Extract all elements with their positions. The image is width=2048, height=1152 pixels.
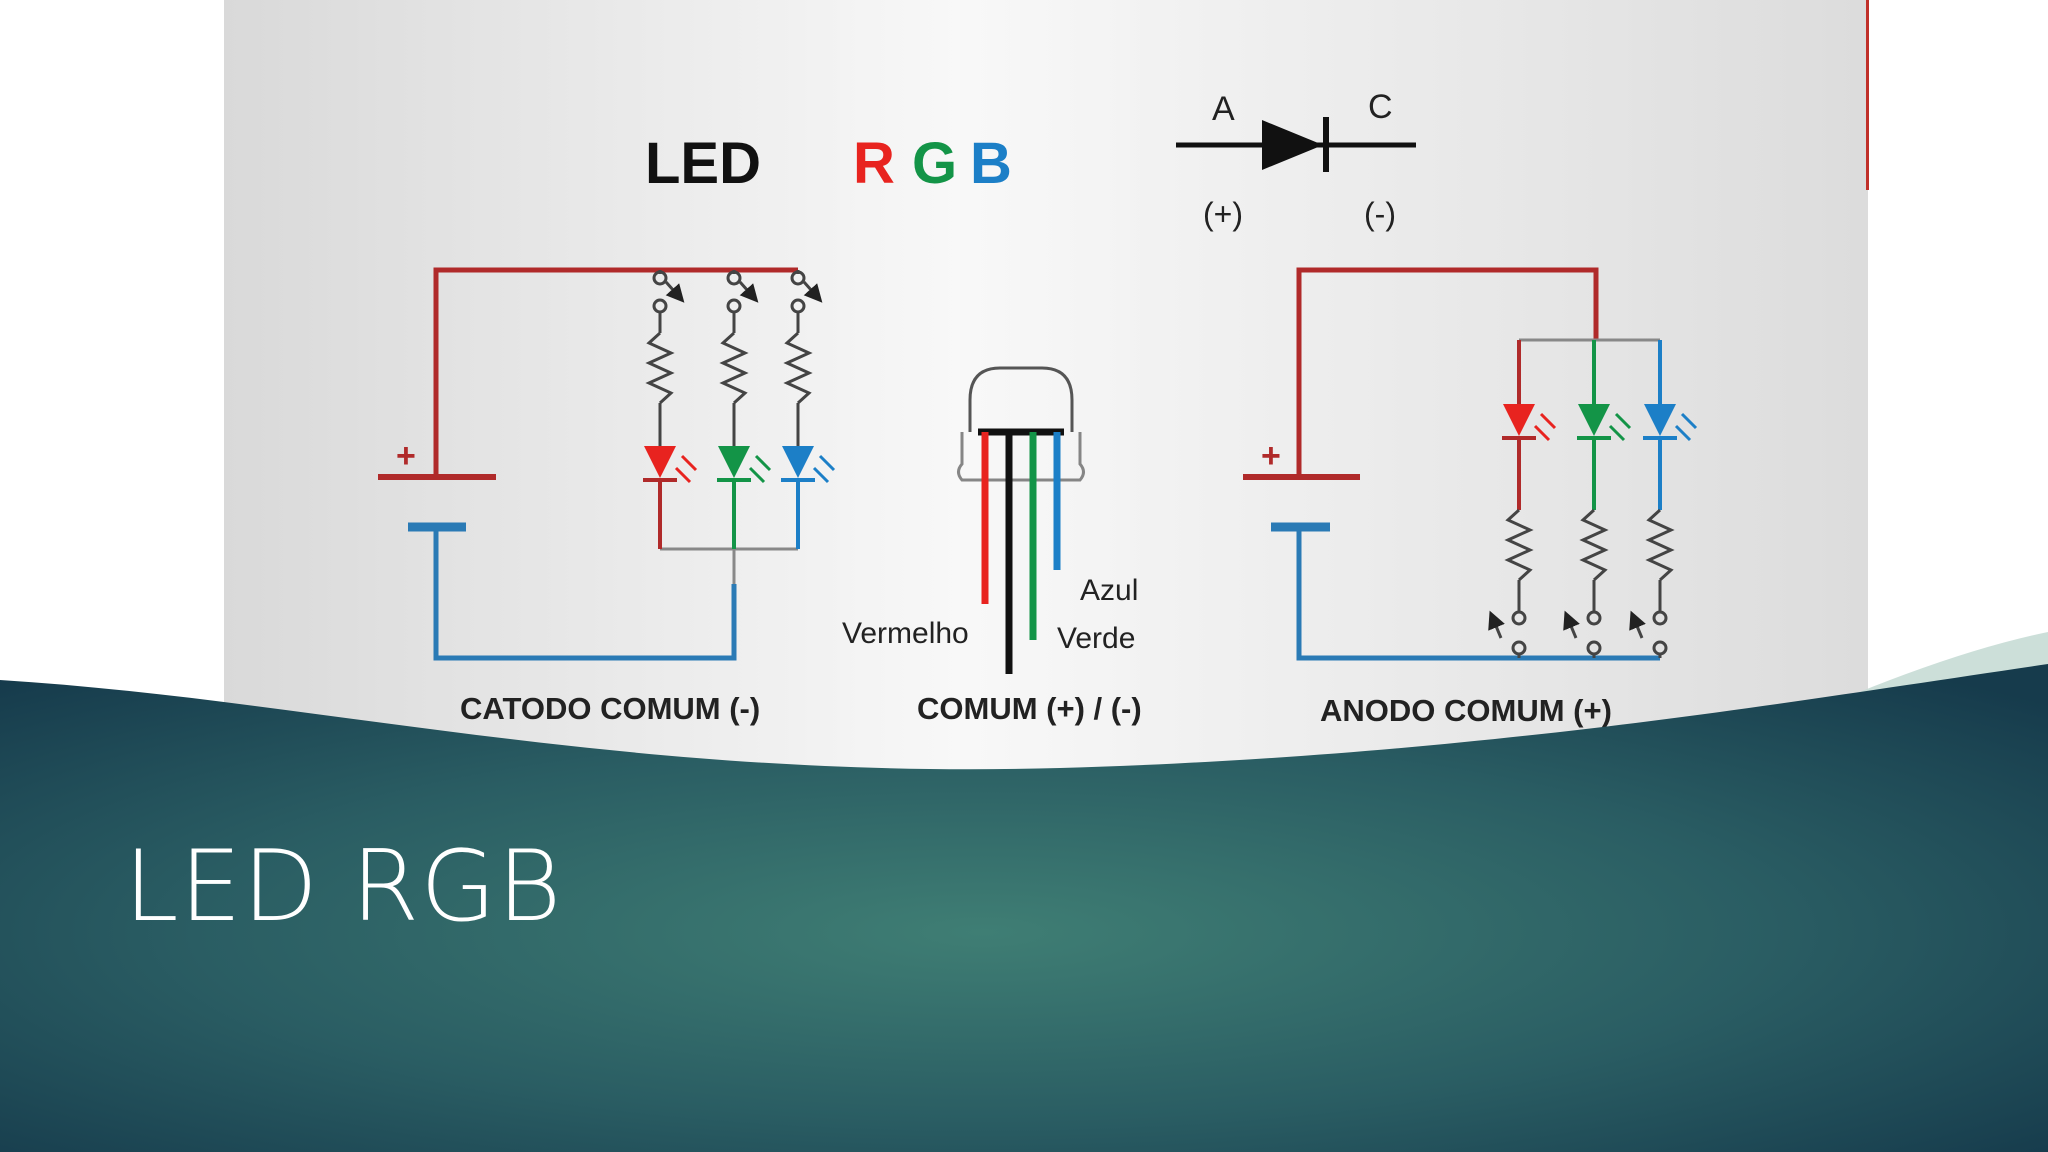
led-red-right (1502, 340, 1557, 510)
lead-vermelho-label: Vermelho (842, 617, 969, 650)
battery-plus-right: + (1261, 437, 1281, 475)
heading-g: G (912, 131, 957, 196)
diode-anode-label: A (1212, 90, 1235, 128)
led-red-left (643, 446, 698, 549)
diode-plus-label: (+) (1203, 196, 1243, 232)
diode-symbol: A C (+) (-) (1176, 88, 1416, 232)
label-catodo-comum: CATODO COMUM (-) (460, 691, 760, 726)
footer-band (0, 664, 2048, 1152)
lead-azul-label: Azul (1080, 574, 1138, 607)
battery-plus-left: + (396, 437, 416, 475)
heading-b: B (970, 131, 1012, 196)
diode-minus-label: (-) (1364, 196, 1396, 232)
accent-edge (1866, 0, 1869, 190)
common-anode-circuit: + (1243, 267, 1698, 661)
heading-led: LED (645, 131, 761, 196)
led-blue-right (1643, 340, 1698, 510)
rgb-led-package: Vermelho Azul Verde (842, 366, 1138, 674)
slide-title: LED RGB (124, 830, 563, 944)
heading-r: R (853, 131, 895, 196)
label-comum: COMUM (+) / (-) (917, 691, 1142, 726)
diagram-image (224, 0, 1868, 790)
common-cathode-circuit: + (378, 267, 836, 661)
led-green-left (717, 446, 772, 549)
led-green-right (1577, 340, 1632, 510)
led-blue-left (781, 446, 836, 549)
diode-cathode-label: C (1368, 88, 1393, 126)
lead-verde-label: Verde (1057, 622, 1135, 655)
label-anodo-comum: ANODO COMUM (+) (1320, 693, 1612, 728)
